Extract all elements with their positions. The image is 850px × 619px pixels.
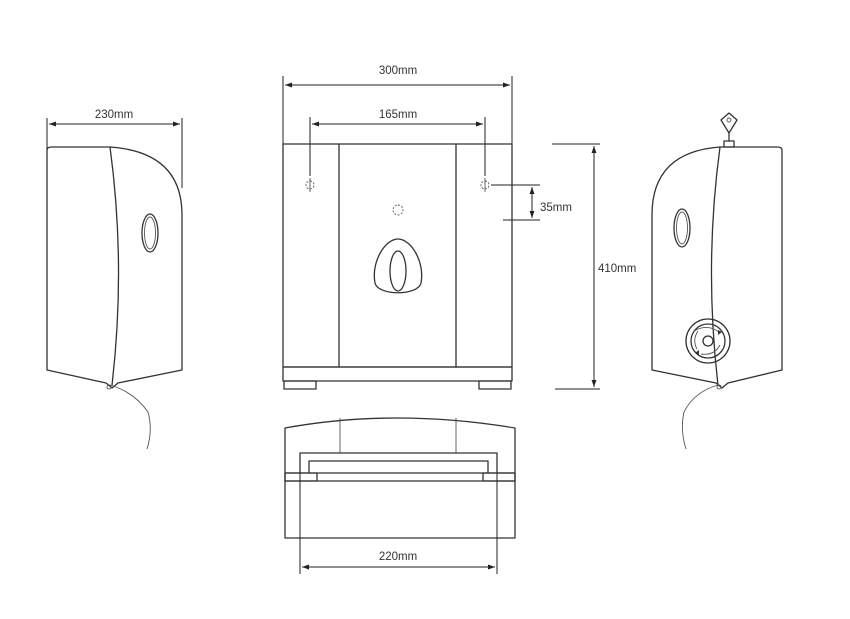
dimension-hole-offset: 35mm	[491, 184, 572, 221]
mounting-hole-icon	[305, 178, 315, 192]
left-side-view	[46, 146, 183, 450]
dimension-hole-spacing: 165mm	[309, 109, 486, 176]
dimension-label-bottom-width: 220mm	[379, 551, 417, 563]
dimension-front-width: 300mm	[282, 65, 513, 144]
paper-tail	[109, 384, 151, 450]
dimension-height: 410mm	[552, 143, 636, 390]
key-icon	[720, 112, 738, 148]
rotation-knob-icon	[685, 318, 731, 364]
keyhole-icon	[392, 204, 404, 216]
dimension-label-height: 410mm	[598, 263, 636, 275]
right-side-view	[651, 112, 783, 450]
front-view	[282, 143, 513, 390]
viewing-window-icon	[141, 213, 159, 253]
dimension-side-depth: 230mm	[46, 109, 183, 188]
viewing-window-icon	[673, 208, 691, 248]
mounting-hole-icon	[480, 178, 490, 192]
paper-tail	[681, 384, 719, 450]
dimension-label-front-width: 300mm	[379, 65, 417, 77]
dimension-label-hole-spacing: 165mm	[379, 109, 417, 121]
dimension-label-side-depth: 230mm	[95, 109, 133, 121]
dimension-bottom-width: 220mm	[299, 473, 498, 574]
viewing-window-icon	[373, 238, 423, 294]
dimension-label-hole-offset: 35mm	[540, 202, 572, 214]
bottom-view	[284, 417, 516, 539]
